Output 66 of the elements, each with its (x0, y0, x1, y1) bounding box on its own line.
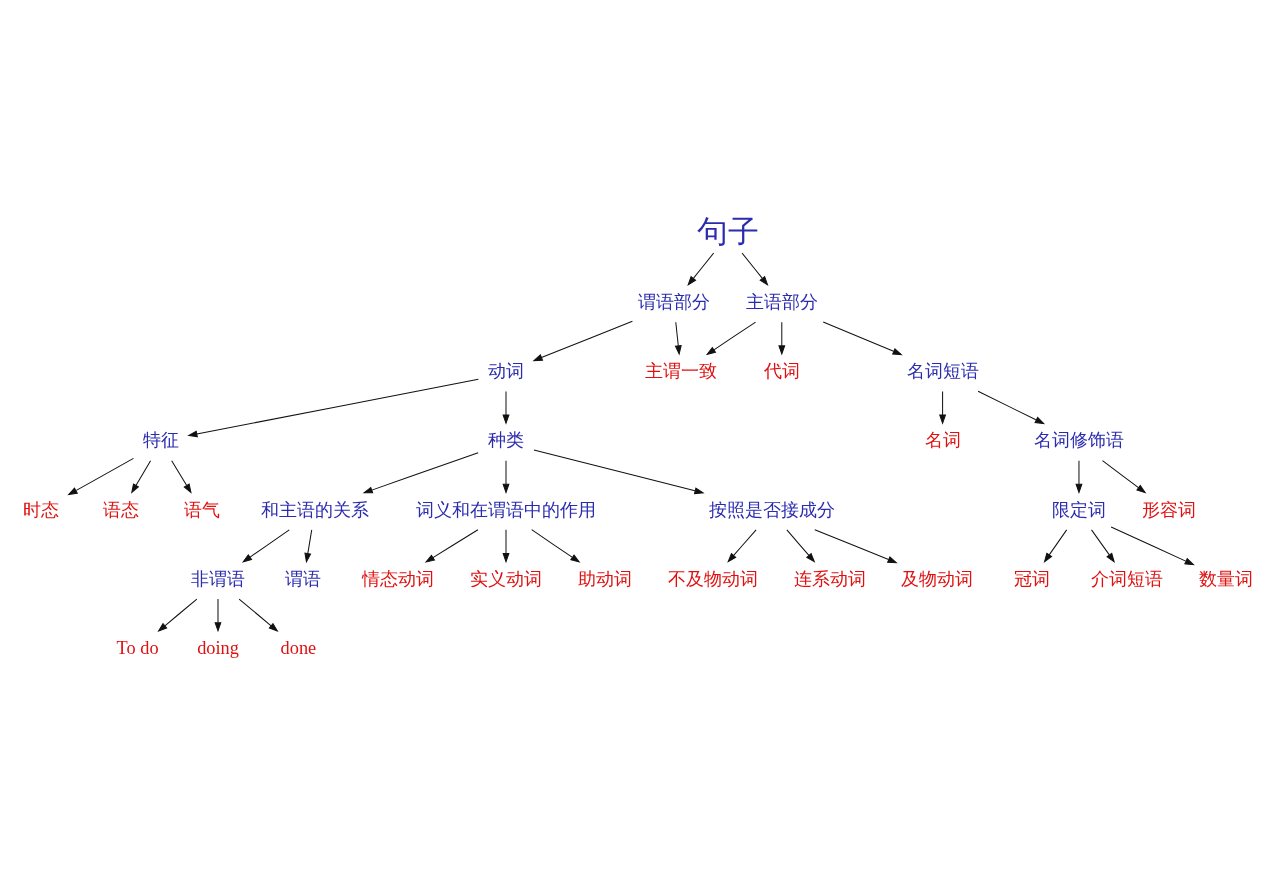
node-text: 动词 (488, 360, 524, 382)
node-text: 特征 (143, 429, 179, 451)
node-text: 名词 (924, 429, 961, 451)
node-text: 实义动词 (470, 567, 542, 589)
node-text: 种类 (488, 429, 524, 451)
arrow (67, 457, 134, 496)
node-text: 和主语的关系 (260, 498, 369, 520)
arrow (786, 529, 816, 563)
node-text: 语气 (183, 498, 220, 520)
node-text: 及物动词 (901, 567, 974, 589)
node-text: 限定词 (1051, 498, 1106, 520)
arrow (778, 321, 786, 356)
node-text: 谓语部分 (637, 291, 710, 313)
arrow (131, 460, 152, 494)
node-text: 非谓语 (190, 567, 245, 589)
arrow (531, 529, 581, 563)
node-text: To do (116, 638, 159, 659)
node-text: doing (197, 638, 239, 659)
arrow (502, 460, 510, 494)
arrow (532, 320, 633, 362)
arrow (814, 529, 898, 564)
arrow (171, 460, 192, 494)
node-text: 主谓一致 (645, 360, 718, 382)
node-text: 情态动词 (362, 567, 435, 589)
arrow (1075, 460, 1083, 494)
node-text: 时态 (22, 498, 59, 520)
node-text: 谓语 (285, 567, 322, 589)
arrow (687, 252, 715, 287)
arrow (1091, 529, 1116, 563)
arrow (705, 321, 757, 356)
node-text: 主语部分 (745, 291, 818, 313)
arrow (304, 529, 313, 564)
arrow (727, 529, 757, 563)
node-text: 不及物动词 (667, 567, 758, 589)
node-text: 句子 (696, 214, 759, 250)
arrow (187, 378, 479, 438)
node-text: 代词 (763, 360, 800, 382)
arrow (1102, 460, 1147, 494)
arrow (214, 598, 222, 633)
node-text: 冠词 (1014, 567, 1051, 589)
node-text: done (280, 638, 317, 659)
arrow (238, 598, 279, 633)
arrow (741, 252, 769, 287)
arrow (1110, 526, 1195, 566)
arrow (502, 529, 510, 564)
arrow (362, 452, 479, 494)
node-text: 按照是否接成分 (708, 498, 835, 520)
arrow (822, 321, 903, 356)
arrow (1043, 529, 1068, 563)
arrow (939, 390, 947, 425)
node-text: 助动词 (577, 567, 632, 589)
node-text: 介词短语 (1090, 567, 1163, 589)
arrow (674, 321, 682, 356)
node-text: 语态 (103, 498, 140, 520)
node-text: 名词短语 (906, 360, 979, 382)
arrow (424, 529, 479, 563)
arrow (241, 529, 290, 563)
node-text: 词义和在谓语中的作用 (416, 498, 596, 520)
arrow (502, 390, 510, 425)
node-text: 形容词 (1141, 498, 1196, 520)
arrow (157, 598, 198, 633)
node-text: 名词修饰语 (1033, 429, 1124, 451)
arrow (533, 449, 705, 495)
node-text: 连系动词 (793, 567, 866, 589)
node-text: 数量词 (1198, 567, 1253, 589)
arrow (977, 390, 1046, 425)
